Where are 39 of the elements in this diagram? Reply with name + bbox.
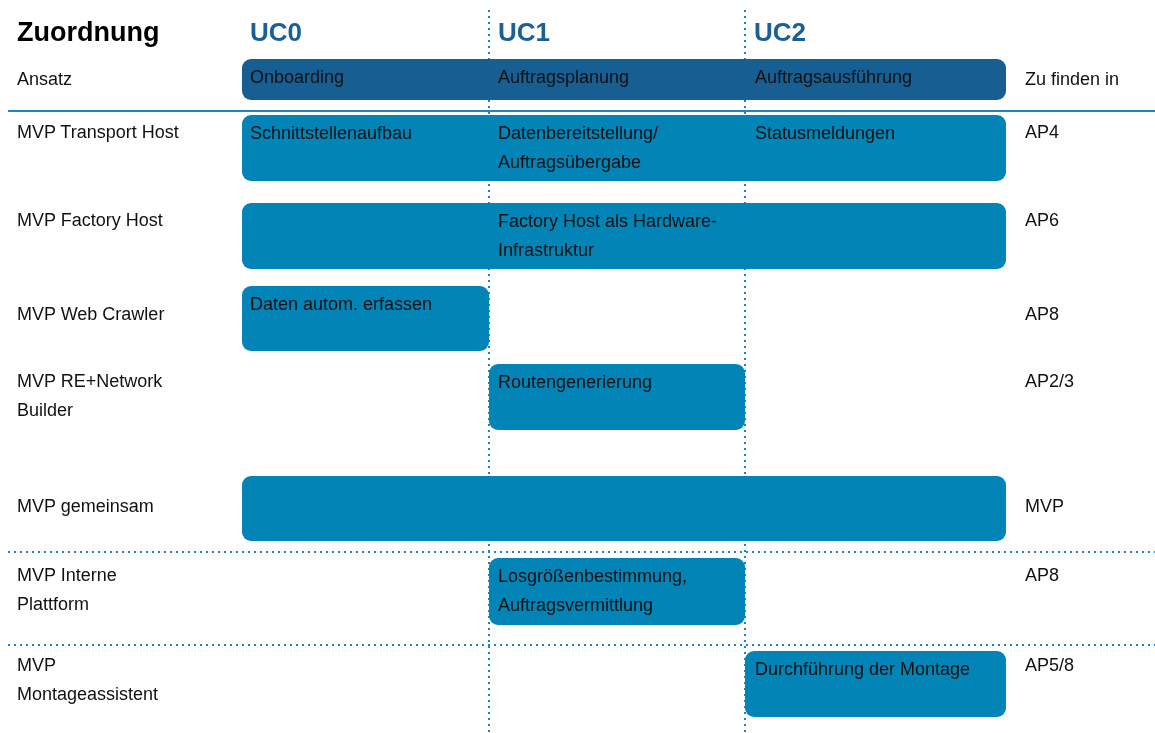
bar-text: Daten autom. erfassen [250,293,434,316]
row-label: MVP Transport Host [17,121,180,144]
process-bar [242,203,1006,269]
process-bar [745,651,1006,717]
row-label: Ansatz [17,68,74,91]
process-bar [242,286,489,351]
reference-label: AP8 [1025,564,1061,587]
row-label: MVP Factory Host [17,209,164,232]
reference-label: MVP [1025,495,1065,518]
reference-label: AP6 [1025,209,1061,232]
bar-text: Auftragsplanung [498,66,631,89]
bar-text: Losgrößenbestimmung, Auftragsvermittlung [498,565,689,617]
bar-text: Onboarding [250,66,346,89]
process-bar [489,364,745,430]
diagram-title: Zuordnung [17,16,160,49]
row-label: MVP Montageassistent [17,654,157,706]
reference-label: AP4 [1025,121,1061,144]
reference-label: Zu finden in [1025,68,1121,91]
column-heading: UC1 [498,16,551,49]
bar-text: Durchführung der Montage [755,658,972,681]
column-heading: UC0 [250,16,303,49]
process-bar [489,558,745,625]
bar-text: Datenbereitstellung/ Auftragsübergabe [498,122,660,174]
empty-bar [242,476,1006,541]
row-label: MVP Interne Plattform [17,564,118,616]
column-heading: UC2 [754,16,807,49]
process-bar [242,115,1006,181]
reference-label: AP8 [1025,303,1061,326]
header-bar [242,59,1006,100]
bar-text: Factory Host als Hardware-Infrastruktur [498,210,719,262]
reference-label: AP5/8 [1025,654,1076,677]
bar-text: Routengenerierung [498,371,654,394]
bar-text: Schnittstellenaufbau [250,122,414,145]
bar-text: Auftragsausführung [755,66,914,89]
row-label: MVP RE+Network Builder [17,370,164,422]
row-label: MVP Web Crawler [17,303,166,326]
reference-label: AP2/3 [1025,370,1076,393]
row-label: MVP gemeinsam [17,495,155,518]
bar-text: Statusmeldungen [755,122,897,145]
